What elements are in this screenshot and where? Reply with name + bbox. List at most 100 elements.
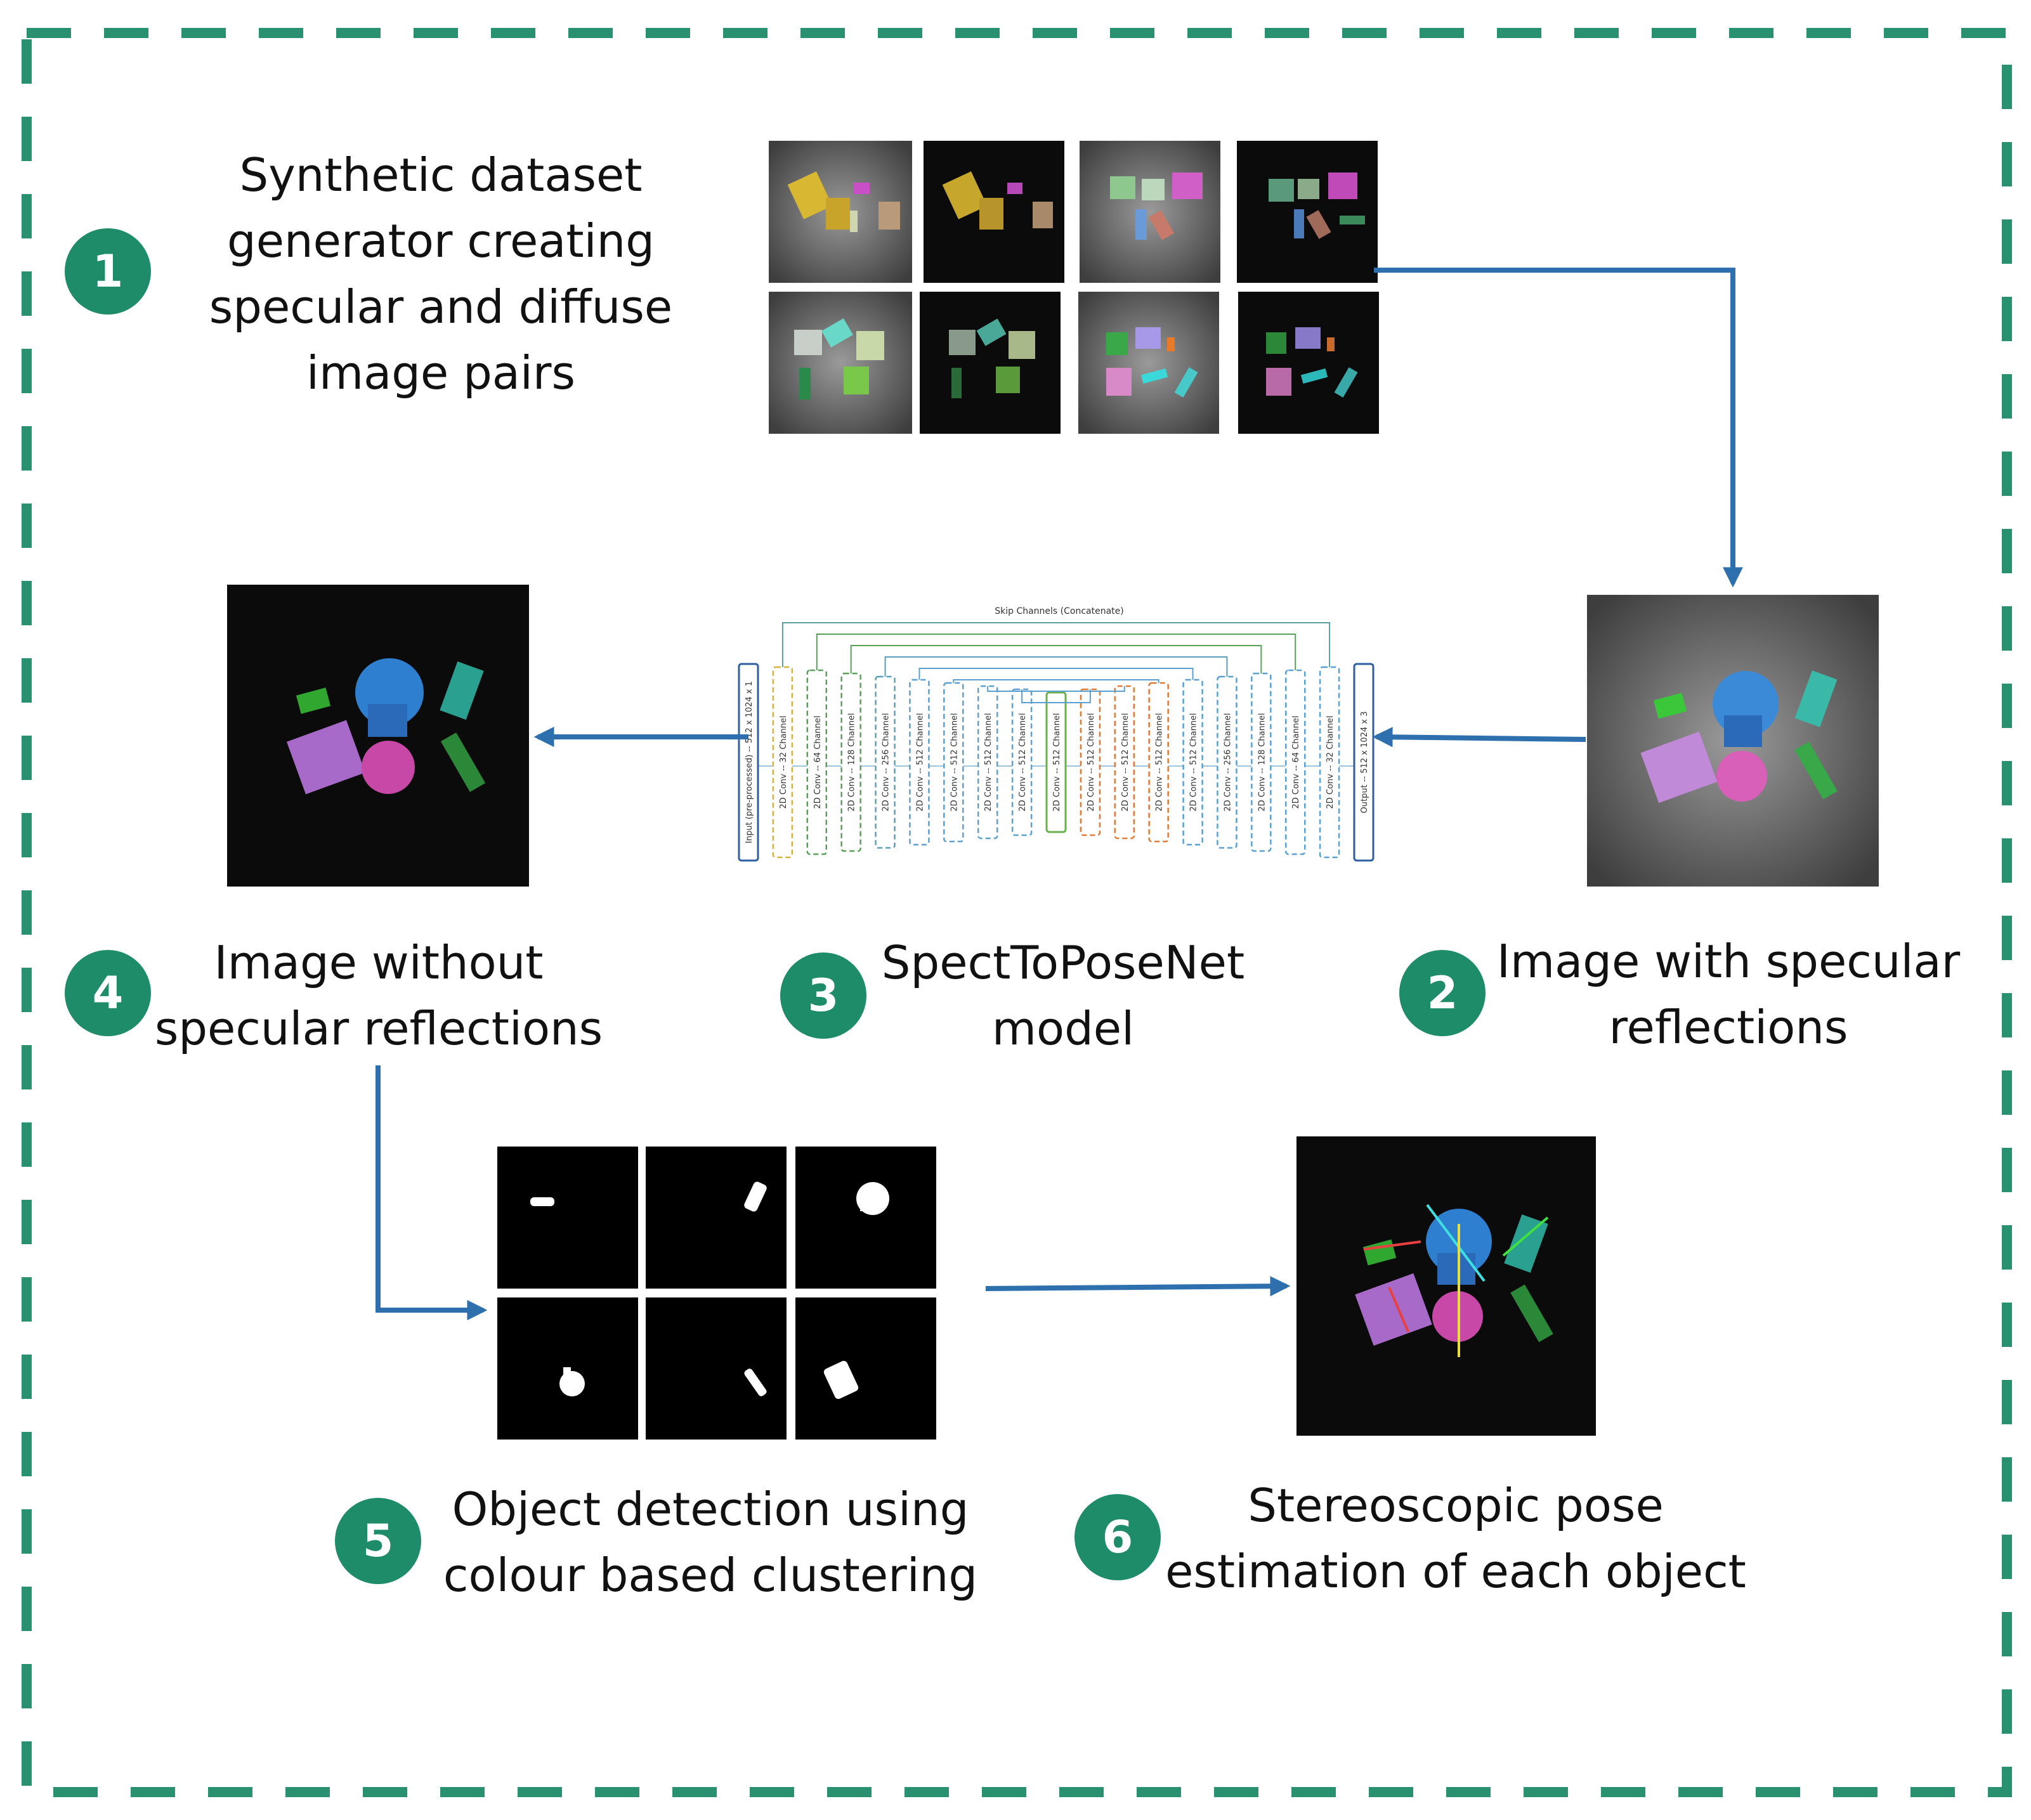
step-5-label: Object detection using colour based clus… (431, 1476, 989, 1608)
step-1-label: Synthetic dataset generator creating spe… (190, 142, 691, 406)
thumb-diffuse-4 (1238, 292, 1379, 434)
step-2-line-1: Image with specular (1496, 935, 1961, 988)
step-3-badge: 3 (780, 952, 866, 1039)
thumb-specular-2 (1080, 141, 1220, 283)
arrow-diffuse-to-masks (376, 1065, 488, 1320)
network-layer-label: 2D Conv -- 256 Channel (882, 713, 891, 811)
network-layer-label: Output -- 512 x 1024 x 3 (1360, 712, 1369, 814)
skip-connection-line (850, 645, 1262, 673)
pose-estimation-image (1296, 1136, 1596, 1436)
network-layers: Input (pre-processed) -- 512 x 1024 x 1 2… (738, 663, 1375, 862)
mask-5 (646, 1297, 787, 1440)
step-4-badge: 4 (65, 950, 151, 1036)
skip-connection-line (953, 679, 1159, 683)
thumb-specular-4 (1078, 292, 1219, 434)
step-1-line-3: specular and diffuse (209, 280, 673, 334)
network-layer-box (1353, 663, 1375, 862)
network-layer-box (875, 675, 896, 849)
mask-grid (497, 1147, 936, 1440)
network-layer-box (909, 679, 930, 846)
network-layer-box (943, 682, 964, 843)
network-layer-box (806, 669, 828, 855)
network-layer-box (1011, 688, 1033, 836)
network-layer-label: 2D Conv -- 512 Channel (1052, 713, 1062, 811)
network-layer-box (772, 666, 793, 859)
network-layer-label: 2D Conv -- 32 Channel (1326, 715, 1335, 809)
network-skip-connections (781, 622, 1331, 703)
step-2-line-2: reflections (1609, 1001, 1848, 1054)
mask-3 (795, 1147, 936, 1289)
mask-6 (795, 1297, 936, 1440)
network-layer-label: 2D Conv -- 512 Channel (950, 713, 959, 811)
step-1-line-2: generator creating (226, 214, 655, 268)
arrow-specular-to-network (1372, 727, 1586, 748)
step-6-badge: 6 (1074, 1494, 1161, 1580)
skip-connection-line (1021, 689, 1091, 703)
mask-2 (646, 1147, 787, 1289)
skip-connection-line (884, 656, 1228, 677)
network-layer-box (1080, 688, 1101, 836)
flow-arrows (376, 268, 1743, 1320)
step-5-line-2: colour based clustering (443, 1549, 978, 1602)
network-layer-box (1114, 685, 1135, 840)
network-layer-label: 2D Conv -- 512 Channel (1189, 713, 1199, 811)
diffuse-image (227, 585, 529, 887)
network-layer-label: 2D Conv -- 128 Channel (847, 713, 857, 811)
outer-dashed-frame (22, 28, 2012, 1797)
network-layer-box (1045, 691, 1067, 833)
step-3-line-2: model (991, 1002, 1135, 1055)
network-layer-label: 2D Conv -- 512 Channel (1121, 713, 1130, 811)
network-layer-box (1217, 675, 1238, 849)
step-2-label: Image with specular reflections (1478, 928, 1979, 1060)
step-6-line-2: estimation of each object (1165, 1545, 1746, 1598)
step-3-line-1: SpectToPoseNet (881, 936, 1245, 989)
network-layer-label: 2D Conv -- 128 Channel (1257, 713, 1267, 811)
network-layer-label: 2D Conv -- 512 Channel (984, 713, 993, 811)
network-layer-box (1284, 669, 1306, 855)
skip-connection-line (816, 634, 1296, 670)
step-5-line-1: Object detection using (452, 1483, 969, 1536)
step-6-line-1: Stereoscopic pose (1248, 1479, 1664, 1532)
step-6-label: Stereoscopic pose estimation of each obj… (1154, 1472, 1757, 1604)
network-layer-label: 2D Conv -- 64 Channel (1291, 715, 1301, 809)
step-4-line-1: Image without (214, 936, 544, 989)
thumb-diffuse-1 (924, 141, 1064, 283)
network-layer-box (977, 685, 998, 840)
network-layer-label: Input (pre-processed) -- 512 x 1024 x 1 (745, 681, 754, 843)
network-layer-label: 2D Conv -- 64 Channel (813, 715, 823, 809)
network-layer-label: 2D Conv -- 256 Channel (1223, 713, 1232, 811)
network-layer-label: 2D Conv -- 512 Channel (1155, 713, 1165, 811)
thumb-specular-3 (769, 292, 912, 434)
network-layer-label: 2D Conv -- 512 Channel (1087, 713, 1096, 811)
thumb-diffuse-2 (1237, 141, 1378, 283)
network-layer-label: 2D Conv -- 32 Channel (779, 715, 788, 809)
arrow-masks-to-pose (985, 1276, 1291, 1297)
synthetic-image-grid (769, 141, 1379, 434)
network-layer-label: 2D Conv -- 512 Channel (915, 713, 925, 811)
step-1-badge: 1 (65, 228, 151, 315)
step-1-line-1: Synthetic dataset (239, 148, 643, 202)
thumb-specular-1 (769, 141, 912, 283)
mask-1 (497, 1147, 638, 1289)
skip-connection-line (781, 622, 1331, 667)
skip-connection-line (918, 668, 1194, 680)
network-layer-box (738, 663, 759, 862)
network-layer-box (1148, 682, 1169, 843)
network-layer-box (840, 672, 861, 852)
network-layer-label: 2D Conv -- 512 Channel (1018, 713, 1028, 811)
step-2-badge: 2 (1399, 950, 1486, 1036)
specular-image (1587, 595, 1879, 887)
step-3-label: SpectToPoseNet model (873, 930, 1253, 1062)
network-layer-box (1182, 679, 1203, 846)
arrow-grid-to-specular (1374, 268, 1743, 588)
skip-connection-line (987, 686, 1125, 692)
step-4-line-2: specular reflections (154, 1002, 603, 1055)
network-architecture: Skip Channels (Concatenate) Input (pre-p… (738, 606, 1375, 862)
step-4-label: Image without specular reflections (142, 930, 615, 1062)
skip-channels-label: Skip Channels (Concatenate) (995, 606, 1124, 616)
thumb-diffuse-3 (920, 292, 1061, 434)
step-5-badge: 5 (335, 1498, 421, 1584)
network-layer-box (1251, 672, 1272, 852)
network-layer-box (1319, 666, 1340, 859)
